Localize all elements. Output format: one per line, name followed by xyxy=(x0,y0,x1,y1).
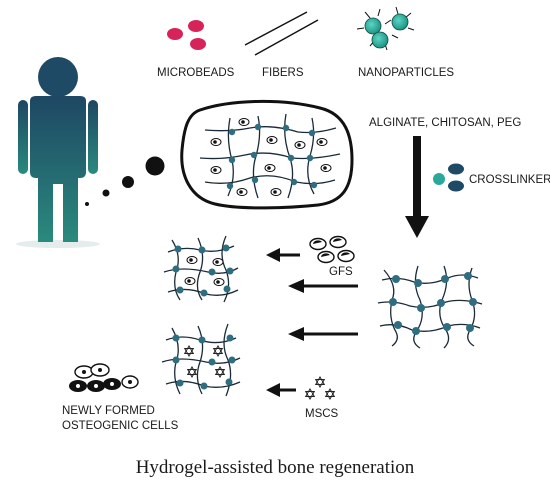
crosslinker-label: CROSSLINKER xyxy=(469,174,550,186)
person-icon xyxy=(16,57,100,248)
polymers-label: ALGINATE, CHITOSAN, PEG xyxy=(369,117,521,129)
crosslinker-icon xyxy=(433,163,464,192)
nanoparticles-label: NANOPARTICLES xyxy=(358,67,454,79)
fiber-icon xyxy=(244,11,319,56)
growth-factor-icon xyxy=(309,235,355,264)
down-arrow xyxy=(405,136,429,238)
network-with-growth-factors xyxy=(163,235,239,303)
star-of-david-icon xyxy=(305,376,335,400)
cells-label-line2: OSTEOGENIC CELLS xyxy=(62,420,179,432)
microbeads-label: MICROBEADS xyxy=(157,67,235,79)
left-arrows xyxy=(266,248,358,397)
gfs-label: GFS xyxy=(329,266,353,278)
mscs-label: MSCS xyxy=(305,408,339,420)
injection-dots xyxy=(85,156,165,206)
caption: Hydrogel-assisted bone regeneration xyxy=(136,457,415,478)
crosslinked-hydrogel-network xyxy=(377,265,483,349)
hydrogel-blob xyxy=(180,99,354,210)
nanoparticle-icon xyxy=(356,6,415,51)
fibers-label: FIBERS xyxy=(262,67,304,79)
microbead-icon xyxy=(167,20,206,50)
network-with-mscs xyxy=(161,323,241,397)
cells-label-line1: NEWLY FORMED xyxy=(62,405,155,417)
cell-icon xyxy=(69,363,139,392)
